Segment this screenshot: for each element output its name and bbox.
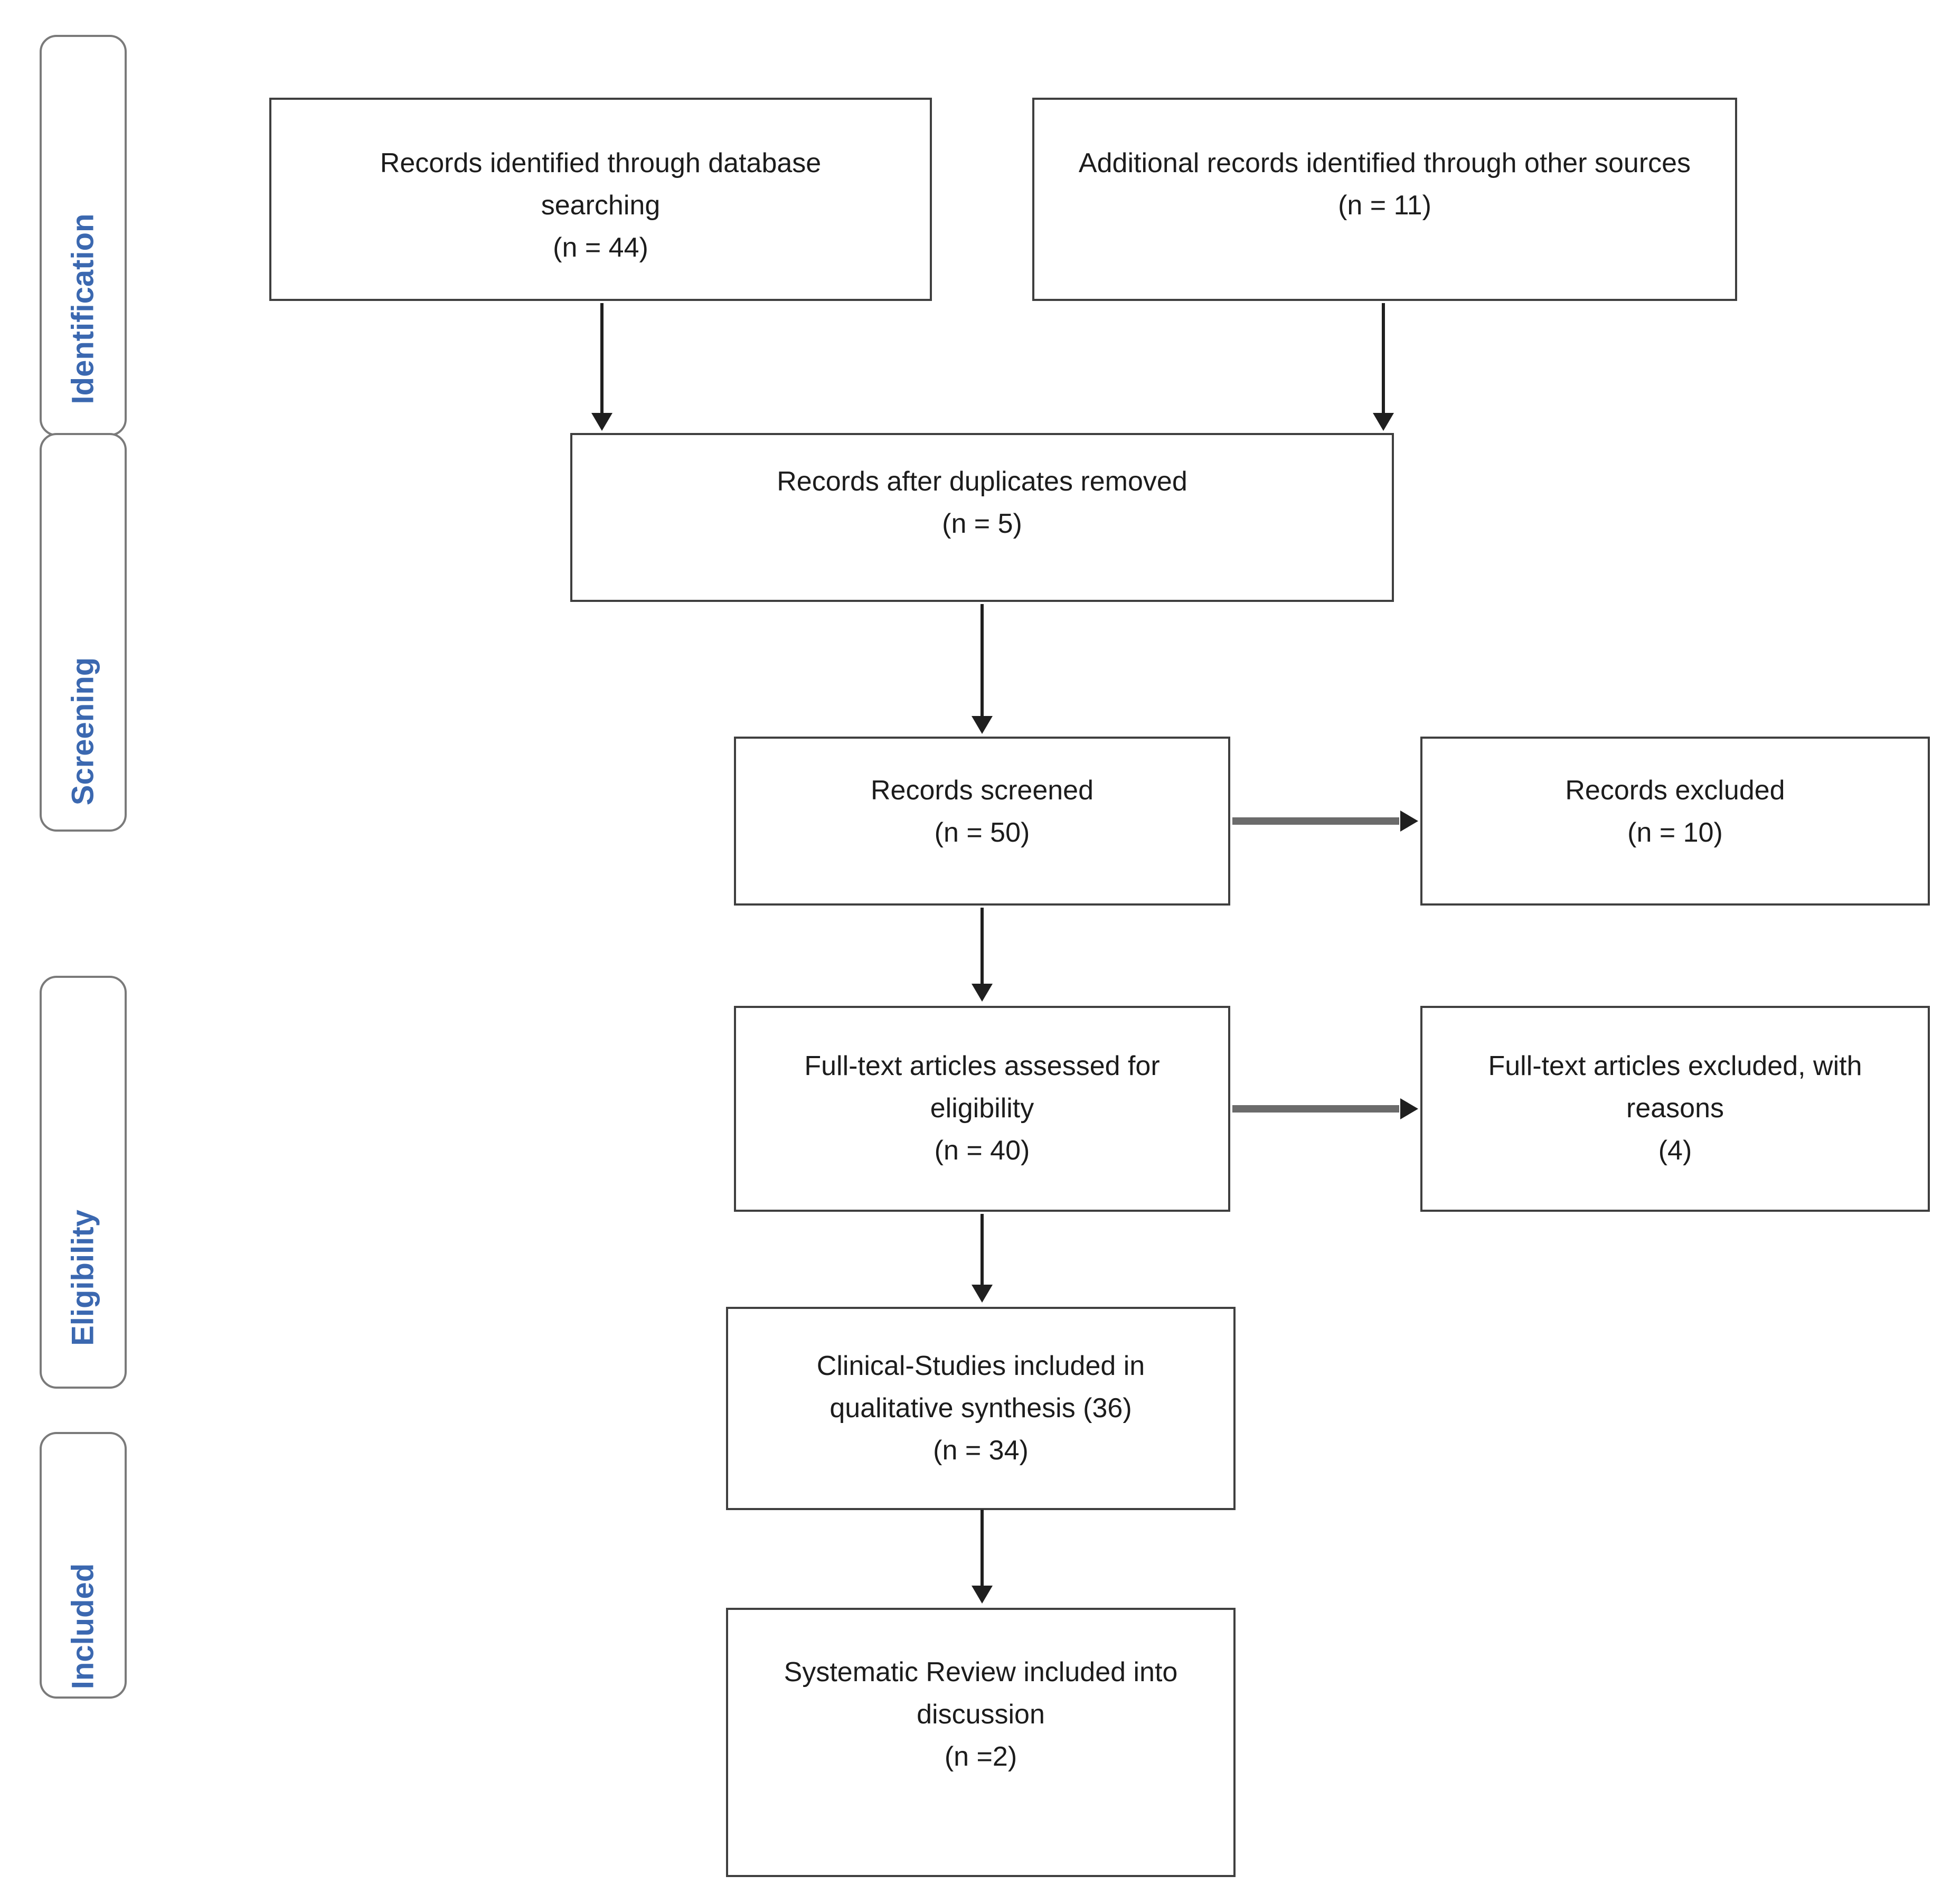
box-records-excluded-count: (n = 10)	[1627, 817, 1723, 848]
arrow-fulltext-to-excluded-head	[1400, 1098, 1418, 1119]
arrow-other-to-dedup-head	[1373, 413, 1394, 431]
arrow-db-to-dedup-head	[591, 413, 612, 431]
box-fulltext-excluded: Full-text articles excluded, with reason…	[1420, 1006, 1930, 1212]
arrow-fulltext-to-excluded-line	[1232, 1105, 1399, 1113]
arrow-dedup-to-screened-line	[981, 604, 984, 718]
stage-eligibility-label: Eligibility	[65, 1210, 100, 1346]
arrow-screened-to-fulltext-head	[972, 984, 993, 1002]
arrow-clinical-to-review-line	[981, 1510, 984, 1588]
box-records-screened: Records screened (n = 50)	[734, 737, 1230, 906]
stage-identification-box	[40, 35, 127, 436]
box-duplicates-removed: Records after duplicates removed (n = 5)	[570, 433, 1394, 602]
box-records-identified: Records identified through database sear…	[269, 98, 932, 301]
box-fulltext-assessed-count: (n = 40)	[934, 1135, 1030, 1166]
box-fulltext-assessed-text: Full-text articles assessed for eligibil…	[804, 1051, 1160, 1124]
arrow-clinical-to-review-head	[972, 1586, 993, 1604]
arrow-dedup-to-screened-head	[972, 716, 993, 734]
box-fulltext-excluded-count: (4)	[1658, 1135, 1692, 1166]
box-additional-records-text: Additional records identified through ot…	[1078, 148, 1691, 178]
stage-identification-label: Identification	[65, 213, 100, 404]
box-records-excluded-text: Records excluded	[1565, 775, 1785, 806]
box-fulltext-excluded-text: Full-text articles excluded, with reason…	[1488, 1051, 1862, 1124]
box-additional-records: Additional records identified through ot…	[1032, 98, 1737, 301]
arrow-other-to-dedup-line	[1382, 303, 1385, 415]
box-records-screened-text: Records screened	[871, 775, 1093, 806]
box-fulltext-assessed: Full-text articles assessed for eligibil…	[734, 1006, 1230, 1212]
stage-included-box	[40, 1432, 127, 1699]
stage-screening-box	[40, 433, 127, 832]
box-systematic-review-count: (n =2)	[944, 1741, 1017, 1772]
box-records-identified-text: Records identified through database sear…	[380, 148, 822, 221]
arrow-fulltext-to-clinical-head	[972, 1285, 993, 1303]
arrow-fulltext-to-clinical-line	[981, 1214, 984, 1287]
box-clinical-studies-text: Clinical-Studies included in qualitative…	[816, 1351, 1145, 1424]
arrow-db-to-dedup-line	[600, 303, 604, 415]
box-systematic-review: Systematic Review included into discussi…	[726, 1608, 1236, 1877]
box-clinical-studies: Clinical-Studies included in qualitative…	[726, 1307, 1236, 1510]
box-duplicates-removed-count: (n = 5)	[942, 508, 1022, 539]
box-additional-records-count: (n = 11)	[1338, 190, 1431, 221]
box-records-identified-count: (n = 44)	[553, 232, 648, 263]
arrow-screened-to-excluded-line	[1232, 817, 1399, 825]
stage-eligibility-box	[40, 976, 127, 1389]
box-records-screened-count: (n = 50)	[934, 817, 1030, 848]
box-duplicates-removed-text: Records after duplicates removed	[777, 466, 1187, 497]
arrow-screened-to-fulltext-line	[981, 908, 984, 986]
arrow-screened-to-excluded-head	[1400, 810, 1418, 832]
box-clinical-studies-count: (n = 34)	[933, 1435, 1029, 1466]
box-systematic-review-text: Systematic Review included into discussi…	[784, 1657, 1178, 1730]
stage-included-label: Included	[65, 1563, 100, 1690]
box-records-excluded: Records excluded (n = 10)	[1420, 737, 1930, 906]
stage-screening-label: Screening	[65, 657, 100, 806]
